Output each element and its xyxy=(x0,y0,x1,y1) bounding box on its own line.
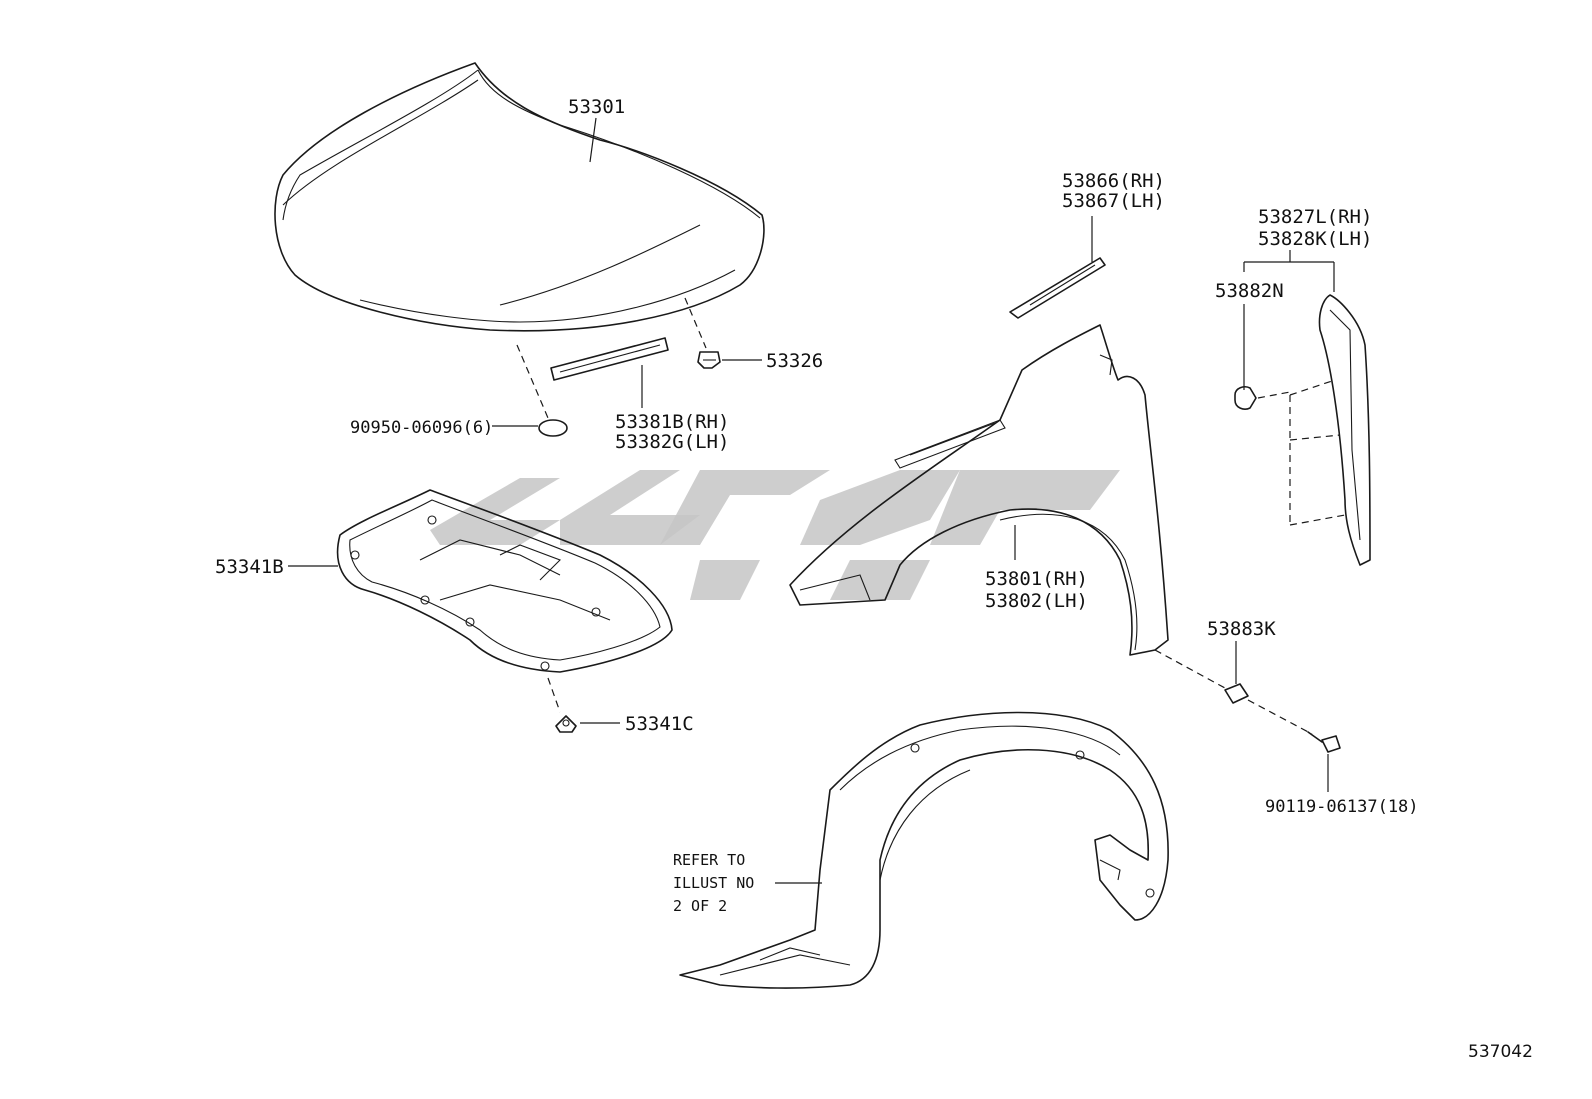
bracket-clip xyxy=(1234,386,1257,410)
leader-cushion-dashed xyxy=(684,297,707,349)
label-hood-seal-rh: 53381B(RH) xyxy=(615,411,729,433)
hood-seal xyxy=(550,337,669,381)
hood-panel xyxy=(274,62,765,332)
fender-nut xyxy=(1224,683,1249,704)
note-line-1: REFER TO xyxy=(673,851,745,869)
label-cushion: 53326 xyxy=(766,350,823,372)
label-bolt: 90119-06137(18) xyxy=(1265,797,1419,817)
label-fender-rh: 53801(RH) xyxy=(985,568,1088,590)
label-hood-seal-lh: 53382G(LH) xyxy=(615,431,729,453)
leader-insulator-clip-dashed xyxy=(547,677,561,713)
label-bracket-rh: 53827L(RH) xyxy=(1258,206,1372,228)
hood-insulator xyxy=(336,489,673,673)
label-hood-insulator: 53341B xyxy=(215,556,284,578)
fender-liner xyxy=(679,711,1169,989)
seal-clip xyxy=(538,419,568,437)
label-fender-seal-rh: 53866(RH) xyxy=(1062,170,1165,192)
label-seal-clip: 90950-06096(6) xyxy=(350,418,493,438)
leader-bolt-dashed xyxy=(1247,699,1313,735)
hood-cushion xyxy=(697,351,721,369)
label-hood: 53301 xyxy=(568,96,625,118)
label-fender-seal-lh: 53867(LH) xyxy=(1062,190,1165,212)
insulator-clip xyxy=(555,715,577,733)
fender-seal xyxy=(1009,257,1106,319)
leader-bracket-clip-dashed xyxy=(1257,391,1291,399)
label-fender-lh: 53802(LH) xyxy=(985,590,1088,612)
label-nut: 53883K xyxy=(1207,618,1276,640)
leader-lines xyxy=(288,117,1335,884)
note-line-3: 2 OF 2 xyxy=(673,897,727,915)
front-fender xyxy=(789,324,1169,656)
fender-bolt xyxy=(1307,731,1341,753)
watermark-logo xyxy=(430,470,1120,600)
note-line-2: ILLUST NO xyxy=(673,874,754,892)
label-insulator-clip: 53341C xyxy=(625,713,694,735)
label-bracket-lh: 53828K(LH) xyxy=(1258,228,1372,250)
illustration-number: 537042 xyxy=(1468,1042,1533,1062)
label-bracket-clip: 53882N xyxy=(1215,280,1284,302)
fender-bracket xyxy=(1289,294,1371,566)
leader-seal-clip-dashed xyxy=(516,344,549,419)
leader-nut-dashed xyxy=(1154,649,1226,689)
